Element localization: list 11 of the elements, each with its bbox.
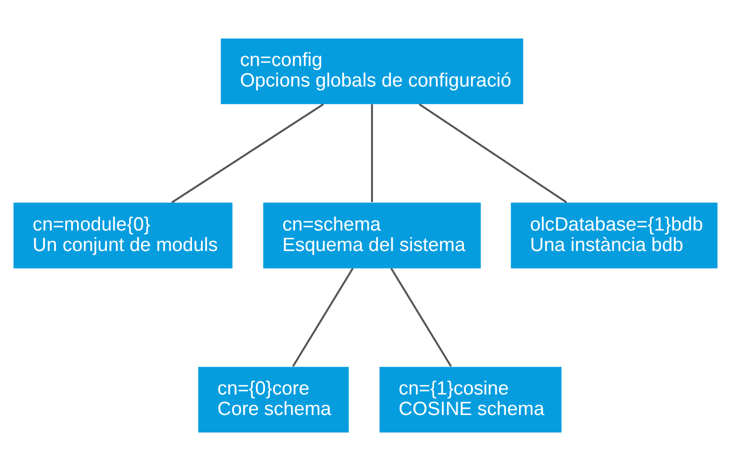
connector	[390, 267, 452, 366]
connector	[418, 102, 568, 203]
connector	[371, 104, 373, 202]
node-box: cn=module{0} Un conjunt de moduls	[14, 202, 232, 268]
node-box: cn={0}core Core schema	[198, 366, 349, 432]
connector	[292, 267, 354, 366]
node-box: cn=config Opcions globals de configuració	[220, 38, 524, 104]
node-box: cn=schema Esquema del sistema	[263, 202, 481, 268]
node-box: olcDatabase={1}bdb Una instància bdb	[510, 202, 718, 268]
node-box: cn={1}cosine COSINE schema	[380, 366, 562, 432]
connector	[171, 102, 324, 203]
